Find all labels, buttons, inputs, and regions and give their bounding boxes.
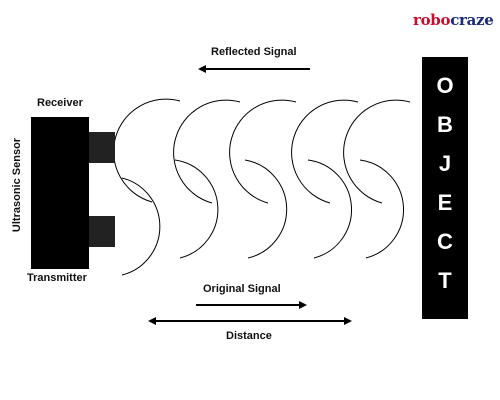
logo-part-craze: craze <box>450 11 494 29</box>
reflected-arc <box>229 99 297 204</box>
original-wave-arcs <box>121 159 404 276</box>
original-arc <box>244 159 288 259</box>
receiver-port <box>89 132 115 163</box>
logo-part-robo: robo <box>413 11 451 29</box>
original-arc <box>121 177 161 276</box>
receiver-label: Receiver <box>37 97 83 109</box>
original-arc <box>307 159 352 259</box>
reflected-arc <box>291 99 359 204</box>
object-letter: T <box>438 268 452 293</box>
reflected-signal-label: Reflected Signal <box>211 46 297 58</box>
transmitter-label: Transmitter <box>27 272 87 284</box>
transmitter-port <box>89 216 115 247</box>
object-block: O B J E C T <box>422 57 468 319</box>
original-arc <box>359 159 404 259</box>
object-letter: C <box>437 229 453 254</box>
reflected-arc <box>173 99 241 204</box>
sensor-label: Ultrasonic Sensor <box>11 137 23 233</box>
original-signal-label: Original Signal <box>203 283 281 295</box>
object-letter: O <box>436 73 454 98</box>
object-letter: B <box>437 112 453 137</box>
ultrasonic-sensor-body <box>31 117 89 269</box>
object-letter: E <box>437 190 453 215</box>
distance-label: Distance <box>226 330 272 342</box>
sensor-label-wrapper: Ultrasonic Sensor <box>10 130 24 240</box>
original-arc <box>174 159 219 259</box>
reflected-wave-arcs <box>113 98 411 204</box>
reflected-arc <box>343 99 411 204</box>
object-letter: J <box>438 151 452 176</box>
robocraze-logo: robocraze <box>413 11 494 29</box>
reflected-arc <box>113 98 181 203</box>
